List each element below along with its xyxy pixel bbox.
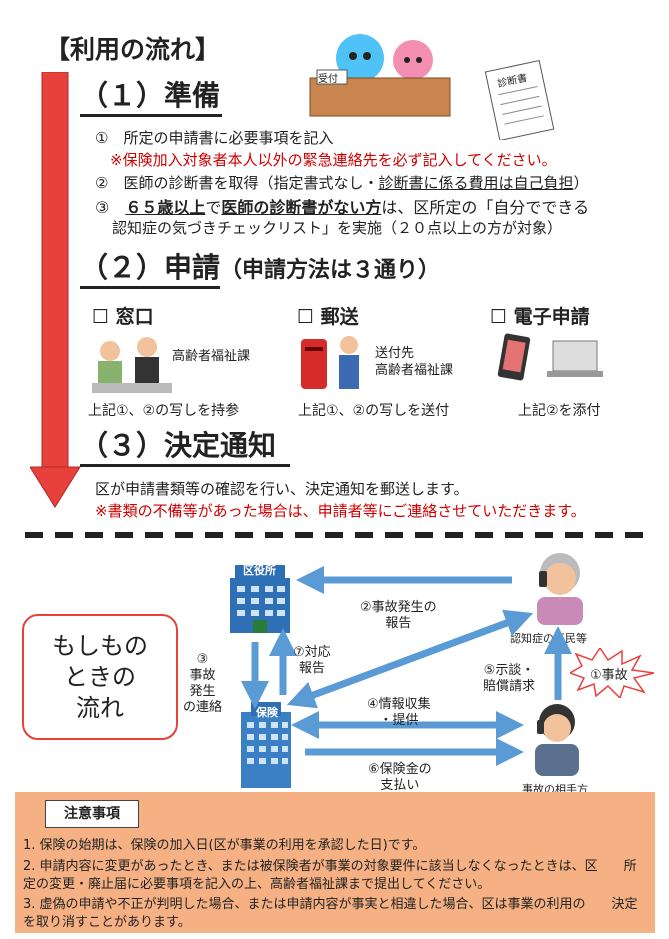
notes-panel: 注意事項 1. 保険の始期は、保険の加入日(区が事業の利用を承認した日)です。 …	[15, 792, 655, 933]
prep-item-2-close: ）	[573, 174, 589, 192]
prep-item-2-text: ② 医師の診断書を取得（指定書式なし・	[95, 174, 379, 192]
mail-note: 送付先 高齢者福祉課	[375, 346, 454, 378]
counter-caption: 上記①、②の写しを持参	[88, 403, 240, 419]
flow-down-arrow	[30, 72, 81, 508]
step-6-label: ⑥保険金の 支払い	[368, 762, 432, 793]
desk-sign: 受付	[318, 74, 338, 85]
online-caption: 上記②を添付	[518, 403, 601, 419]
section-divider	[25, 532, 650, 538]
page-title: 【利用の流れ】	[45, 35, 221, 64]
ward-office-sign: 区役所	[243, 564, 276, 577]
prep-item-1-warning: ※保険加入対象者本人以外の緊急連絡先を必ず記入してください。	[110, 151, 557, 169]
notes-title: 注意事項	[45, 800, 139, 828]
prep-item-3-de: で	[205, 198, 222, 217]
method-counter-label: ☐ 窓口	[92, 306, 154, 328]
prep-item-1: ① 所定の申請書に必要事項を記入	[95, 129, 334, 147]
contingency-flow-box: もしもの ときの 流れ	[22, 614, 178, 740]
prep-item-2: ② 医師の診断書を取得（指定書式なし・診断書に係る費用は自己負担）	[95, 172, 588, 193]
opponent-icon	[535, 704, 579, 776]
apply-heading-main: （２）申請	[80, 250, 221, 289]
ward-office-icon	[230, 565, 290, 633]
prep-item-3-age: ６５歳以上	[125, 198, 206, 217]
method-mail-label: ☐ 郵送	[297, 306, 359, 328]
note-item-1: 1. 保険の始期は、保険の加入日(区が事業の利用を承認した日)です。	[23, 838, 426, 853]
prep-item-2-fee: 診断書に係る費用は自己負担	[378, 174, 574, 192]
incident-burst	[570, 648, 655, 698]
step-5-label: ⑤示談・ 賠償請求	[483, 663, 536, 694]
section-prep-heading: （１）準備	[80, 78, 222, 117]
prep-item-3-num: ③	[95, 198, 126, 217]
prep-item-3-rest: は、区所定の「自分でできる	[381, 198, 590, 217]
mailbox-illustration	[301, 336, 359, 389]
mail-caption: 上記①、②の写しを送付	[298, 403, 450, 419]
prep-item-3: ③ ６５歳以上で医師の診断書がない方は、区所定の「自分でできる	[95, 194, 589, 218]
decision-line-1: 区が申請書類等の確認を行い、決定通知を郵送します。	[95, 480, 469, 498]
counter-illustration	[92, 337, 172, 393]
reception-desk-illustration	[309, 34, 451, 117]
flow-arrows	[241, 566, 572, 766]
decision-line-2: ※書類の不備等があった場合は、申請者等にご連絡させていただきます。	[95, 502, 586, 520]
section-decision-heading: （３）決定通知	[80, 428, 290, 467]
devices-illustration	[497, 333, 603, 381]
step-3-label: ③ 事故 発生 の連絡	[183, 652, 223, 715]
step-2-label: ②事故発生の 報告	[360, 600, 437, 631]
insurer-icon	[241, 702, 291, 788]
note-item-2: 2. 申請内容に変更があったとき、または被保険者が事業の対象要件に該当しなくなっ…	[23, 859, 637, 892]
apply-heading-sub: （申請方法は３通り）	[220, 258, 441, 283]
counter-note: 高齢者福祉課	[172, 349, 251, 364]
certificate-illustration	[484, 60, 555, 140]
prep-item-3-cont: 認知症の気づきチェックリスト」を実施（２０点以上の方が対象）	[112, 219, 563, 237]
method-online-label: ☐ 電子申請	[490, 306, 590, 328]
note-item-3: 3. 虚偽の申請や不正が判明した場合、または申請内容が事実と相違した場合、区は事…	[23, 897, 638, 930]
citizen-icon	[537, 553, 583, 625]
step-4-label: ④情報収集 ・提供	[367, 697, 431, 728]
incident-label: ①事故	[590, 668, 628, 683]
step-7-label: ⑦対応 報告	[293, 645, 331, 676]
section-apply-heading: （２）申請（申請方法は３通り）	[80, 250, 440, 289]
prep-item-3-nocert: 医師の診断書がない方	[221, 198, 382, 217]
insurer-sign: 保険	[256, 706, 278, 719]
